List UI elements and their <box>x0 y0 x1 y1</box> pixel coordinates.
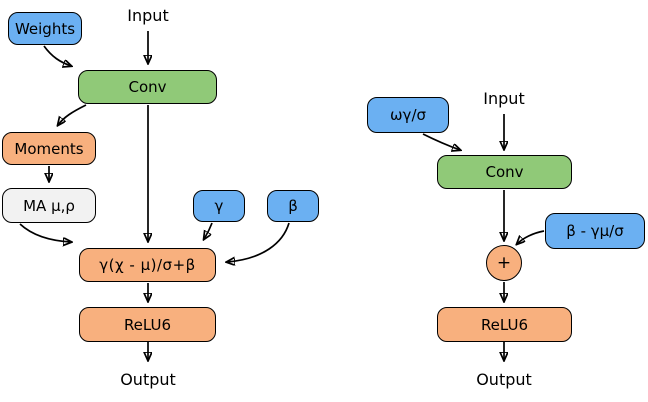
right-input-label: Input <box>483 88 525 108</box>
edge-right-weights-conv <box>422 133 460 150</box>
edge-left-ma-norm <box>19 223 71 242</box>
left-gamma-node: γ <box>193 190 245 222</box>
left-output-label: Output <box>120 369 176 389</box>
edge-left-conv-moments <box>58 104 87 125</box>
edge-left-gamma-norm <box>204 222 213 239</box>
left-input-label: Input <box>127 5 169 25</box>
left-moments-node: Moments <box>2 132 96 165</box>
right-relu6-node: ReLU6 <box>437 307 572 342</box>
right-output-label: Output <box>476 369 532 389</box>
left-conv-node: Conv <box>78 70 217 104</box>
left-weights-node: Weights <box>8 12 82 45</box>
right-folded-bias-node: β - γμ/σ <box>545 213 645 249</box>
left-batchnorm-formula-node: γ(χ - μ)/σ+β <box>79 248 216 282</box>
right-add-node: + <box>486 245 522 281</box>
left-beta-node: β <box>267 190 319 222</box>
right-conv-node: Conv <box>437 155 572 189</box>
left-moving-average-node: MA μ,ρ <box>2 188 96 223</box>
right-scaled-weights-node: ωγ/σ <box>367 97 449 133</box>
edge-left-beta-norm <box>227 222 290 262</box>
edge-right-bias-plus <box>517 230 545 244</box>
left-relu6-node: ReLU6 <box>79 307 216 342</box>
edge-left-weights-conv <box>43 45 71 66</box>
